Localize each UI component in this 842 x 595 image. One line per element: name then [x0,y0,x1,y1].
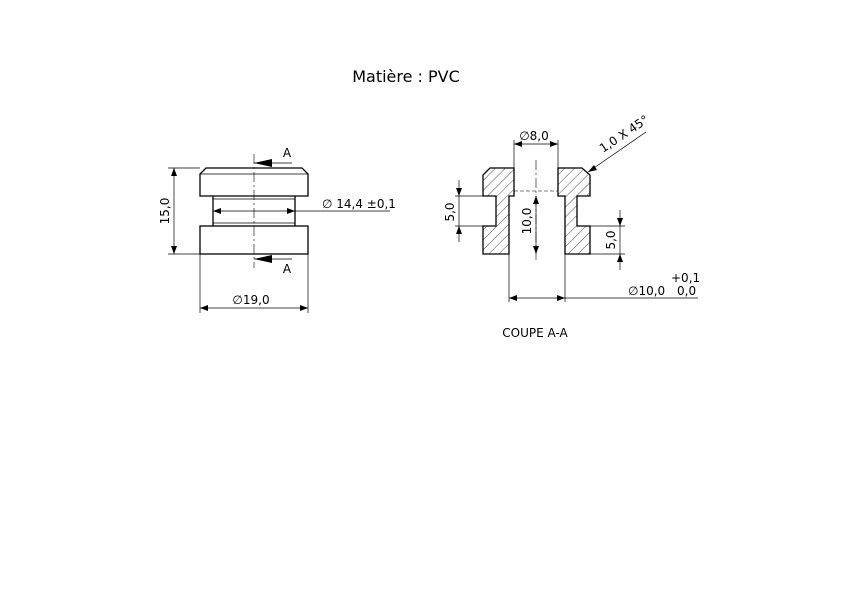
right-groove-dimension: 5,0 [604,230,618,249]
dim-arrow [617,254,623,262]
section-marker-top: A [283,146,292,160]
section-arrow-bottom [254,255,272,263]
section-right-half [557,167,591,255]
section-left-half [482,167,515,255]
bore-tolerance-upper: +0,1 [671,271,700,285]
dim-arrow [200,305,208,311]
dim-arrow [287,208,295,214]
material-title: Matière : PVC [352,67,460,86]
left-groove-dimension: 5,0 [443,202,457,221]
dim-arrow [300,305,308,311]
dim-arrow [509,295,517,301]
section-marker-bottom: A [283,262,292,276]
dim-arrow [514,141,522,147]
dim-arrow [213,208,221,214]
chamfer-leader [587,131,647,173]
dim-arrow [557,295,565,301]
chamfer-arrow [588,165,597,172]
dim-arrow [533,196,539,204]
height-dimension: 15,0 [158,198,172,225]
section-label: COUPE A-A [502,326,568,340]
front-view: A A 15,0 ∅ 14,4 ±0,1 ∅19,0 [158,146,396,313]
bore-diameter-dimension: ∅10,0 [628,284,665,298]
dim-arrow [171,246,177,254]
dim-arrow [456,226,462,234]
bore-tolerance-lower: 0,0 [677,284,696,298]
dim-arrow [456,188,462,196]
section-view: ∅8,0 1,0 X 45° 5,0 10,0 5,0 ∅10,0 +0,1 0… [443,112,700,340]
outer-diameter-dimension: ∅19,0 [232,293,269,307]
dim-arrow [533,246,539,254]
groove-diameter-dimension: ∅ 14,4 ±0,1 [322,197,396,211]
hole-diameter-dimension: ∅8,0 [519,129,549,143]
dim-arrow [550,141,558,147]
section-arrow-top [254,159,272,167]
bore-depth-dimension: 10,0 [520,208,534,235]
dim-arrow [617,218,623,226]
dim-arrow [171,168,177,176]
